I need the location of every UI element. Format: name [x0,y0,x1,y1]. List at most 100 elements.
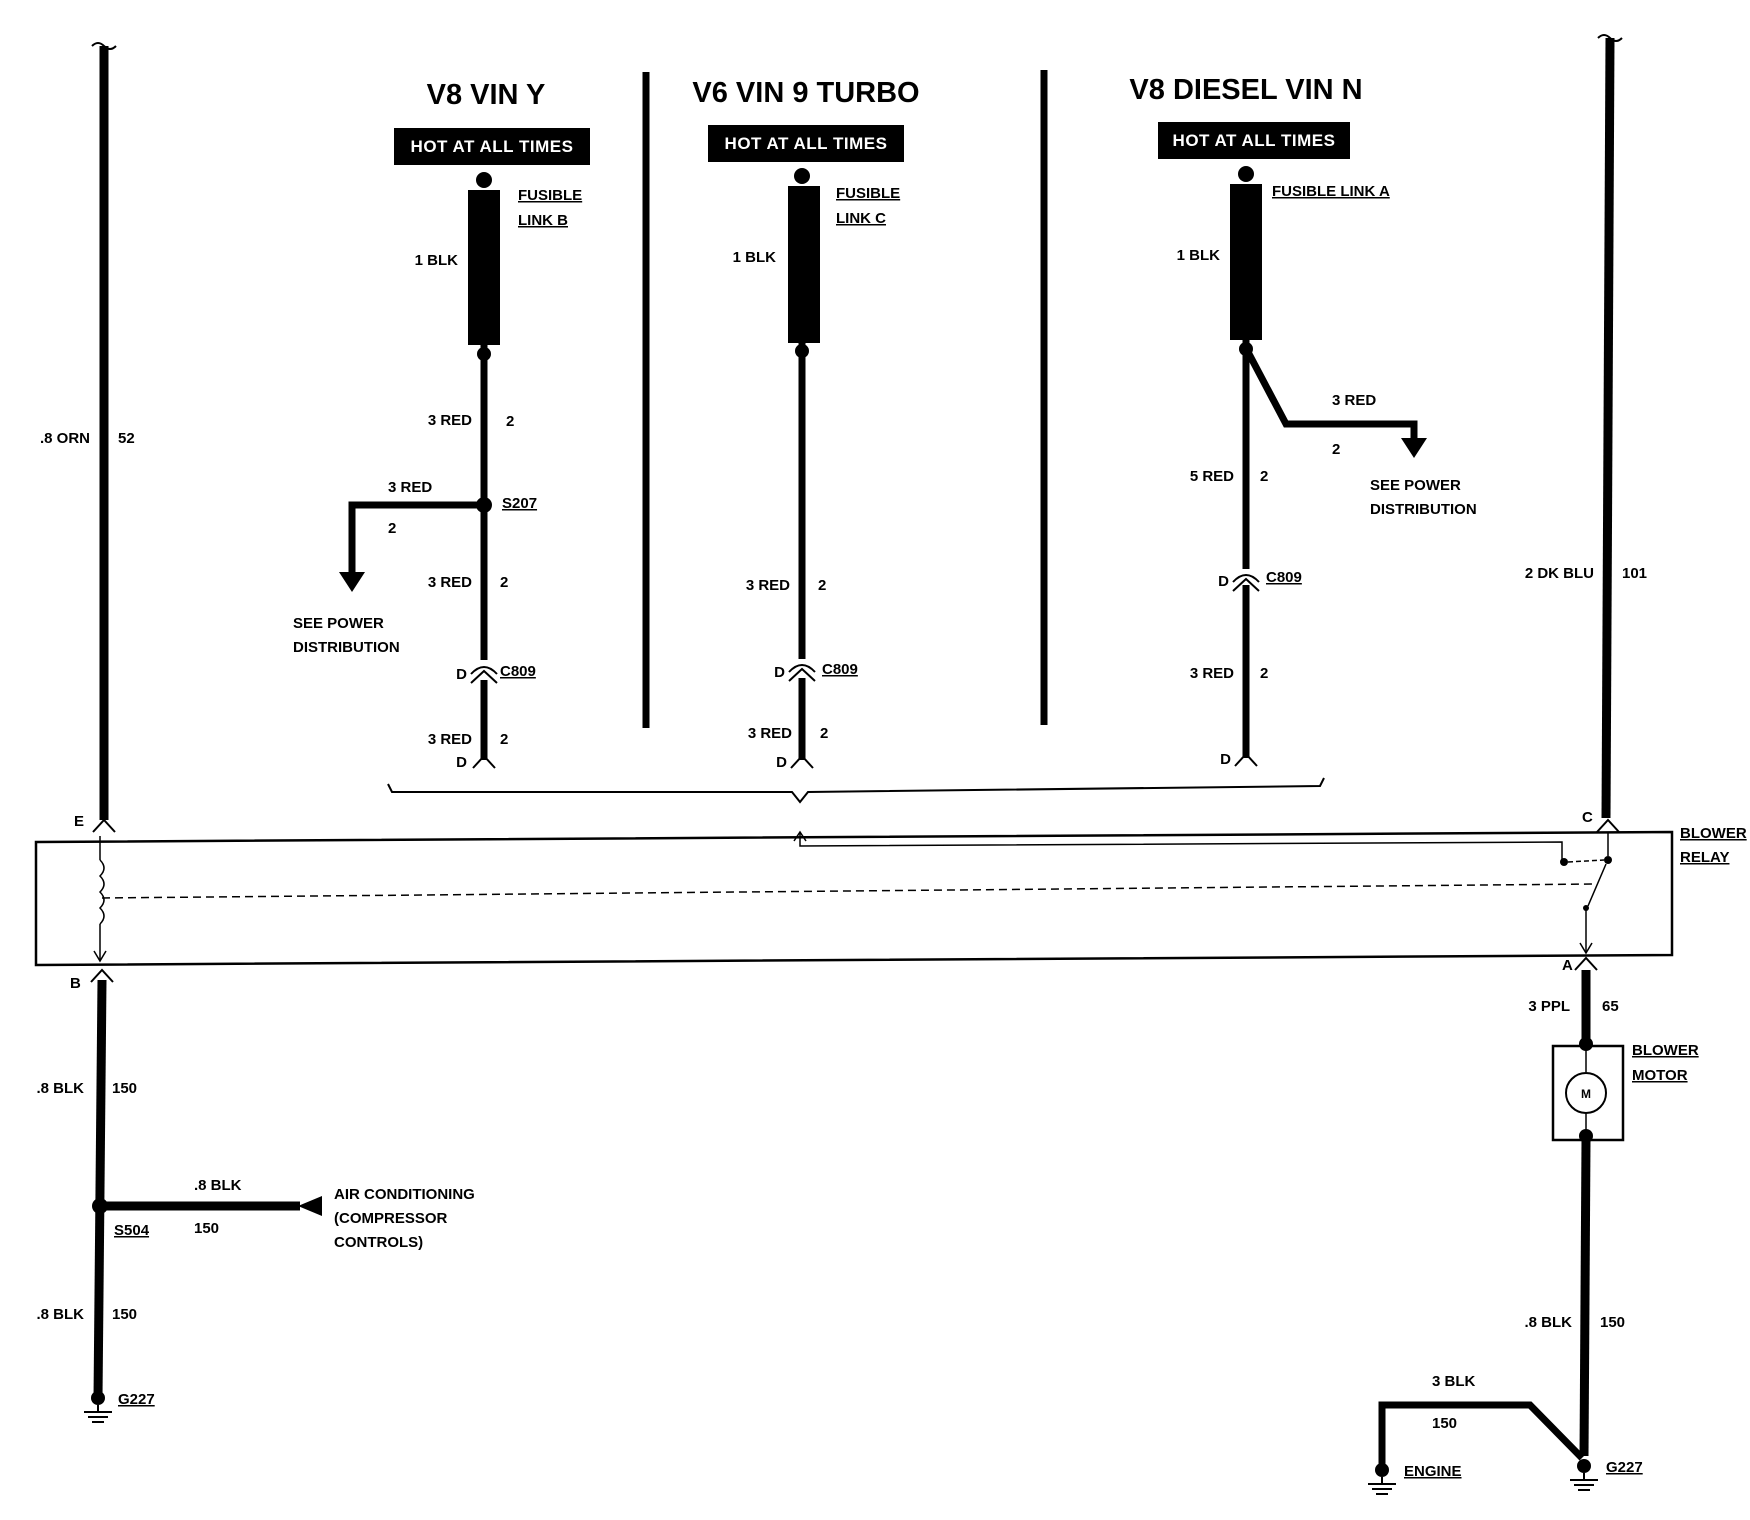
ac-label-1: AIR CONDITIONING [334,1186,475,1203]
connector-c809-bottom-icon [470,669,498,684]
splice-s504: S504 [114,1222,150,1239]
left-lower-w2-circ: 150 [112,1306,137,1323]
pin-c: C [1582,809,1593,826]
left-lower-branch-circ: 150 [194,1220,219,1237]
left-lower-w1-circ: 150 [112,1080,137,1097]
ac-label-2: (COMPRESSOR [334,1210,448,1227]
blower-relay-box [34,830,1674,967]
fusible-link-c-label-2: LINK C [836,210,886,227]
bracket-brace [387,777,1325,804]
wire-v8n-w2: 3 RED [1190,665,1234,682]
blower-relay-label-1: BLOWER [1680,825,1747,842]
see-power-v8y-1: SEE POWER [293,615,384,632]
battery-node-v8y [476,172,492,188]
section-title-v6-vin-9: V6 VIN 9 TURBO [692,77,919,109]
wire-v8y-w2: 3 RED [428,574,472,591]
terminal-v8y-pin: D [456,754,467,771]
connector-c809-v8n: C809 [1266,569,1302,586]
terminal-e-icon [92,818,116,833]
hot-badge-text-v8y: HOT AT ALL TIMES [411,137,574,156]
connector-v8n-pin: D [1218,573,1229,590]
pin-b: B [70,975,81,992]
motor-top-node [1579,1037,1593,1051]
left-wire-circuit: 52 [118,430,135,447]
branch-v8y-circ: 2 [388,520,396,537]
fusible-link-a [1230,184,1262,340]
ground-icon [84,1405,112,1423]
left-lower-branch-wire: .8 BLK [194,1177,242,1194]
splice-s207: S207 [502,495,537,512]
terminal-b-icon [90,968,114,983]
fusible-link-b-label-2: LINK B [518,212,568,229]
arrow-down-icon [339,572,365,592]
relay-feed-wire [799,832,1563,860]
motor-bottom-node [1579,1129,1593,1143]
connector-c809-top-icon [470,666,498,675]
coil-arrow-icon [93,950,107,963]
fusible-link-c [788,186,820,343]
pin-a: A [1562,957,1573,974]
terminal-v6-pin: D [776,754,787,771]
connector-gap [1236,569,1256,585]
fusible-link-a-label: FUSIBLE LINK A [1272,183,1390,200]
ac-label-3: CONTROLS) [334,1234,423,1251]
right-wire-circuit: 101 [1622,565,1647,582]
hot-badge-text-v8n: HOT AT ALL TIMES [1173,131,1336,150]
relay-coil-icon [98,859,105,925]
connector-gap [474,661,494,677]
relay-contact-dashed [1567,859,1605,863]
see-power-v8n-1: SEE POWER [1370,477,1461,494]
relay-switch-arm [1587,863,1607,907]
relay-linkage-dashed [101,883,1593,899]
wire-v8n-w1-circ: 2 [1260,468,1268,485]
ground-icon [1570,1473,1598,1491]
blower-relay-label-2: RELAY [1680,849,1729,866]
wire-blk-150-left [93,979,107,1399]
ground-node-right [1577,1459,1591,1473]
wire-3-blk-engine [1378,1401,1585,1470]
branch-v8n-circ: 2 [1332,441,1340,458]
terminal-v8y-icon [472,754,496,769]
connector-gap [792,659,812,675]
branch-v8n-wire-path [1244,350,1418,440]
relay-contact-no [1560,858,1568,866]
wire-dk-blu-101 [1601,37,1615,819]
wire-v6-w1-circ: 2 [818,577,826,594]
motor-wire-label: 3 PPL [1528,998,1570,1015]
connector-c809-top-icon [1232,574,1260,583]
link-wire-label-v8y: 1 BLK [415,252,459,269]
connector-c809-bottom-icon [1232,577,1260,592]
wire-v6-w2-circ: 2 [820,725,828,742]
right-lower-w1: .8 BLK [1524,1314,1572,1331]
fusible-link-b [468,190,500,345]
terminal-c-icon [1596,818,1620,833]
relay-a-arrow-icon [1579,942,1593,955]
ground-engine: ENGINE [1404,1463,1462,1480]
wire-v8y-w3: 3 RED [428,731,472,748]
connector-c809-top-icon [788,664,816,673]
left-wire-label: .8 ORN [40,430,90,447]
branch-v8y-wire: 3 RED [388,479,432,496]
hot-badge-text-v6: HOT AT ALL TIMES [725,134,888,153]
hot-badge-v6 [708,125,904,162]
wire-v6-w2: 3 RED [748,725,792,742]
ground-node-left [91,1391,105,1405]
relay-feed-arrow-icon [793,830,807,842]
connector-v6-pin: D [774,664,785,681]
motor-wire-circuit: 65 [1602,998,1619,1015]
pin-e: E [74,813,84,830]
terminal-v8n-pin: D [1220,751,1231,768]
fusible-link-c-label-1: FUSIBLE [836,185,900,202]
blower-motor-label-1: BLOWER [1632,1042,1699,1059]
battery-node-v6 [794,168,810,184]
right-lower-w1-circ: 150 [1600,1314,1625,1331]
left-lower-w2: .8 BLK [36,1306,84,1323]
ground-icon [1368,1477,1396,1495]
section-title-v8-diesel: V8 DIESEL VIN N [1129,74,1362,106]
terminal-a-icon [1574,956,1598,971]
link-wire-label-v6: 1 BLK [733,249,777,266]
ground-g227-left: G227 [118,1391,155,1408]
fusible-link-b-label-1: FUSIBLE [518,187,582,204]
